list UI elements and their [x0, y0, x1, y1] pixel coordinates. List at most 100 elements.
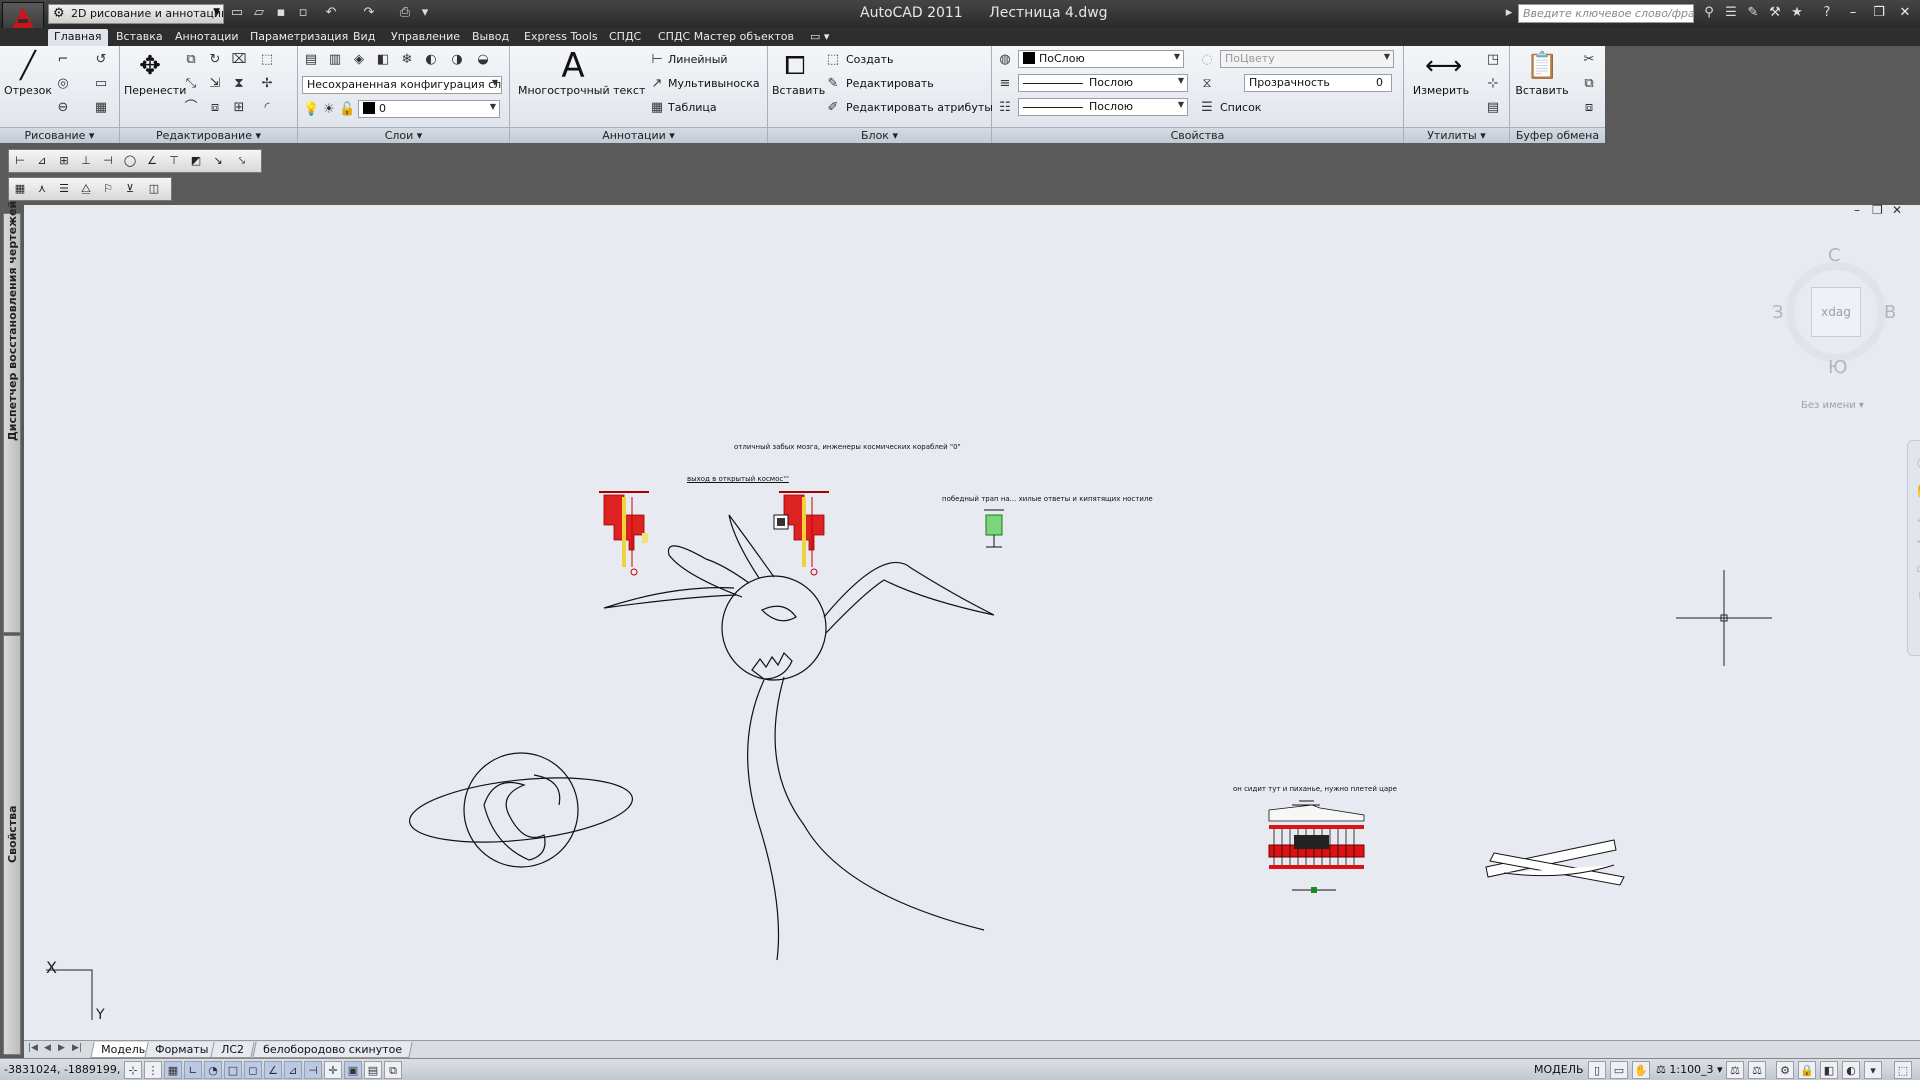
ducs-toggle[interactable]: ⊿	[284, 1061, 302, 1079]
color-select[interactable]: ПоСлою▼	[1018, 50, 1184, 68]
tab-spds[interactable]: СПДС	[609, 30, 642, 43]
panel-properties-title[interactable]: Свойства	[992, 127, 1403, 143]
ortho-toggle[interactable]: ∟	[184, 1061, 202, 1079]
tab-spds-wizard[interactable]: СПДС Мастер объектов	[658, 30, 794, 43]
rectangle-icon[interactable]: ▭	[94, 76, 108, 91]
auto-scale-icon[interactable]: ⚖	[1748, 1061, 1766, 1079]
prev-tab-icon[interactable]: ◀	[44, 1043, 51, 1053]
transparency-toggle[interactable]: ▣	[344, 1061, 362, 1079]
layer-isolate-icon[interactable]: ◧	[376, 52, 390, 67]
tab-home[interactable]: Главная	[48, 29, 108, 46]
cut-icon[interactable]: ✂	[1583, 52, 1595, 67]
steering-wheel-icon[interactable]: ◎	[1914, 453, 1920, 471]
layer-unisolate-icon[interactable]: ◑	[451, 52, 463, 67]
viewport-restore-button[interactable]: ❐	[1872, 203, 1883, 217]
clean-screen-icon[interactable]: ⬚	[1894, 1061, 1912, 1079]
drawing-area[interactable]: X Y отличный забых мозга, инженеры косми…	[24, 203, 1920, 1040]
ribbon-minimize-icon[interactable]: ▭ ▾	[810, 30, 830, 43]
pan-hand-icon[interactable]: ✋	[1914, 481, 1920, 499]
infer-constraints-toggle[interactable]: ⊹	[124, 1061, 142, 1079]
close-button[interactable]: ✕	[1899, 5, 1911, 20]
save-icon[interactable]: ▪	[276, 5, 286, 20]
spds-table-icon[interactable]: ▦	[14, 182, 26, 195]
drawing-canvas[interactable]: X Y	[24, 205, 1920, 1040]
fillet-icon[interactable]: ⌒	[184, 100, 198, 115]
tab-insert[interactable]: Вставка	[116, 30, 163, 43]
pan-icon[interactable]: ✋	[1632, 1061, 1650, 1079]
cursor-coordinates[interactable]: -3831024, -1889199, 0	[4, 1063, 131, 1076]
polar-toggle[interactable]: ◔	[204, 1061, 222, 1079]
panel-utilities-title[interactable]: Утилиты ▾	[1404, 127, 1509, 143]
color-wheel-icon[interactable]: ◍	[999, 52, 1011, 67]
layer-states-icon[interactable]: ▥	[328, 52, 342, 67]
workspace-select[interactable]: ⚙ 2D рисование и аннотации ▼	[48, 4, 224, 24]
layer-state-select[interactable]: Несохраненная конфигурация слое▼	[302, 76, 502, 94]
viewport-close-button[interactable]: ✕	[1892, 203, 1903, 217]
trim-icon[interactable]: ⌧	[231, 52, 247, 67]
restore-button[interactable]: ❐	[1873, 5, 1885, 20]
dim-style-icon[interactable]: ◩	[190, 154, 202, 167]
dim-ordinate-icon[interactable]: ⊥	[81, 154, 91, 167]
dim-baseline-icon[interactable]: ⊞	[59, 154, 69, 167]
status-menu-icon[interactable]: ▾	[1864, 1061, 1882, 1079]
next-tab-icon[interactable]: ▶	[58, 1043, 65, 1053]
last-tab-icon[interactable]: ▶|	[72, 1043, 82, 1053]
ellipse-icon[interactable]: ⊖	[57, 100, 69, 115]
tab-annotate[interactable]: Аннотации	[175, 30, 239, 43]
undo-icon[interactable]: ↶	[325, 5, 337, 20]
panel-layers-title[interactable]: Слои ▾	[298, 127, 509, 143]
mleader-label[interactable]: Мультивыноска	[668, 77, 760, 90]
spds-axis-icon[interactable]: ⋏	[37, 182, 47, 195]
viewcube-east[interactable]: В	[1884, 302, 1897, 323]
spds-stair-icon[interactable]: ☰	[59, 182, 69, 195]
id-point-icon[interactable]: ⊹	[1487, 76, 1499, 91]
drawing-recovery-palette[interactable]: Диспетчер восстановления чертежей	[3, 201, 21, 633]
arc-rotate-icon[interactable]: ↺	[95, 52, 107, 67]
lineweight-icon[interactable]: ☷	[999, 100, 1011, 115]
favorites-star-icon[interactable]: ★	[1791, 5, 1803, 20]
viewcube-west[interactable]: З	[1772, 302, 1784, 323]
panel-block-title[interactable]: Блок ▾	[768, 127, 991, 143]
list-label[interactable]: Список	[1220, 101, 1262, 114]
bulb-icon[interactable]: 💡	[303, 102, 320, 117]
binoculars-icon[interactable]: ⚲	[1704, 5, 1714, 20]
tab-layout-custom[interactable]: белобородово скинутое	[252, 1042, 413, 1058]
dim-text-icon[interactable]: ⊤	[169, 154, 179, 167]
properties-palette[interactable]: Свойства	[3, 635, 21, 1055]
tab-express-tools[interactable]: Express Tools	[524, 30, 598, 43]
annotation-scale[interactable]: ⚖ 1:100_3 ▾	[1656, 1063, 1723, 1076]
table-icon[interactable]: ▦	[650, 100, 664, 115]
tab-view[interactable]: Вид	[353, 30, 376, 43]
zoom-icon[interactable]: ⤢	[1914, 507, 1920, 525]
tab-parametric[interactable]: Параметризация	[250, 30, 349, 43]
spds-level-icon[interactable]: ⊻	[125, 182, 135, 195]
first-tab-icon[interactable]: |◀	[28, 1043, 38, 1053]
line-button[interactable]: ╱Отрезок	[4, 50, 52, 97]
spds-frame-icon[interactable]: ◫	[148, 182, 160, 195]
lineweight-select[interactable]: Послою▼	[1018, 98, 1188, 116]
tools-icon[interactable]: ⚒	[1769, 5, 1781, 20]
dyn-input-toggle[interactable]: ⊣	[304, 1061, 322, 1079]
table-label[interactable]: Таблица	[668, 101, 717, 114]
orbit-icon[interactable]: ✛	[1914, 533, 1920, 551]
sun-icon[interactable]: ☀	[323, 102, 335, 117]
lock-icon[interactable]: 🔓	[339, 102, 356, 117]
quick-select-icon[interactable]: ◳	[1486, 52, 1500, 67]
expand-search-icon[interactable]: ▸	[1505, 5, 1513, 20]
subscription-icon[interactable]: ☰	[1725, 5, 1737, 20]
linetype-select[interactable]: Послою▼	[1018, 74, 1188, 92]
layer-select[interactable]: 0▼	[358, 100, 500, 118]
quick-view-drawings-icon[interactable]: ▭	[1610, 1061, 1628, 1079]
insert-block-button[interactable]: ⧠Вставить	[772, 50, 825, 97]
move-button[interactable]: ✥Перенести	[124, 50, 186, 97]
dim-leader-icon[interactable]: ↘	[213, 154, 223, 167]
offset-icon[interactable]: ⧈	[210, 100, 220, 115]
array-icon[interactable]: ⊞	[233, 100, 245, 115]
tab-manage[interactable]: Управление	[391, 30, 461, 43]
edit-block-icon[interactable]: ✎	[827, 76, 839, 91]
spds-section-icon[interactable]: ⧋	[81, 182, 91, 195]
linear-dim-icon[interactable]: ⊢	[651, 52, 663, 67]
erase-icon[interactable]: ⬚	[260, 52, 274, 67]
minimize-button[interactable]: –	[1849, 5, 1857, 20]
